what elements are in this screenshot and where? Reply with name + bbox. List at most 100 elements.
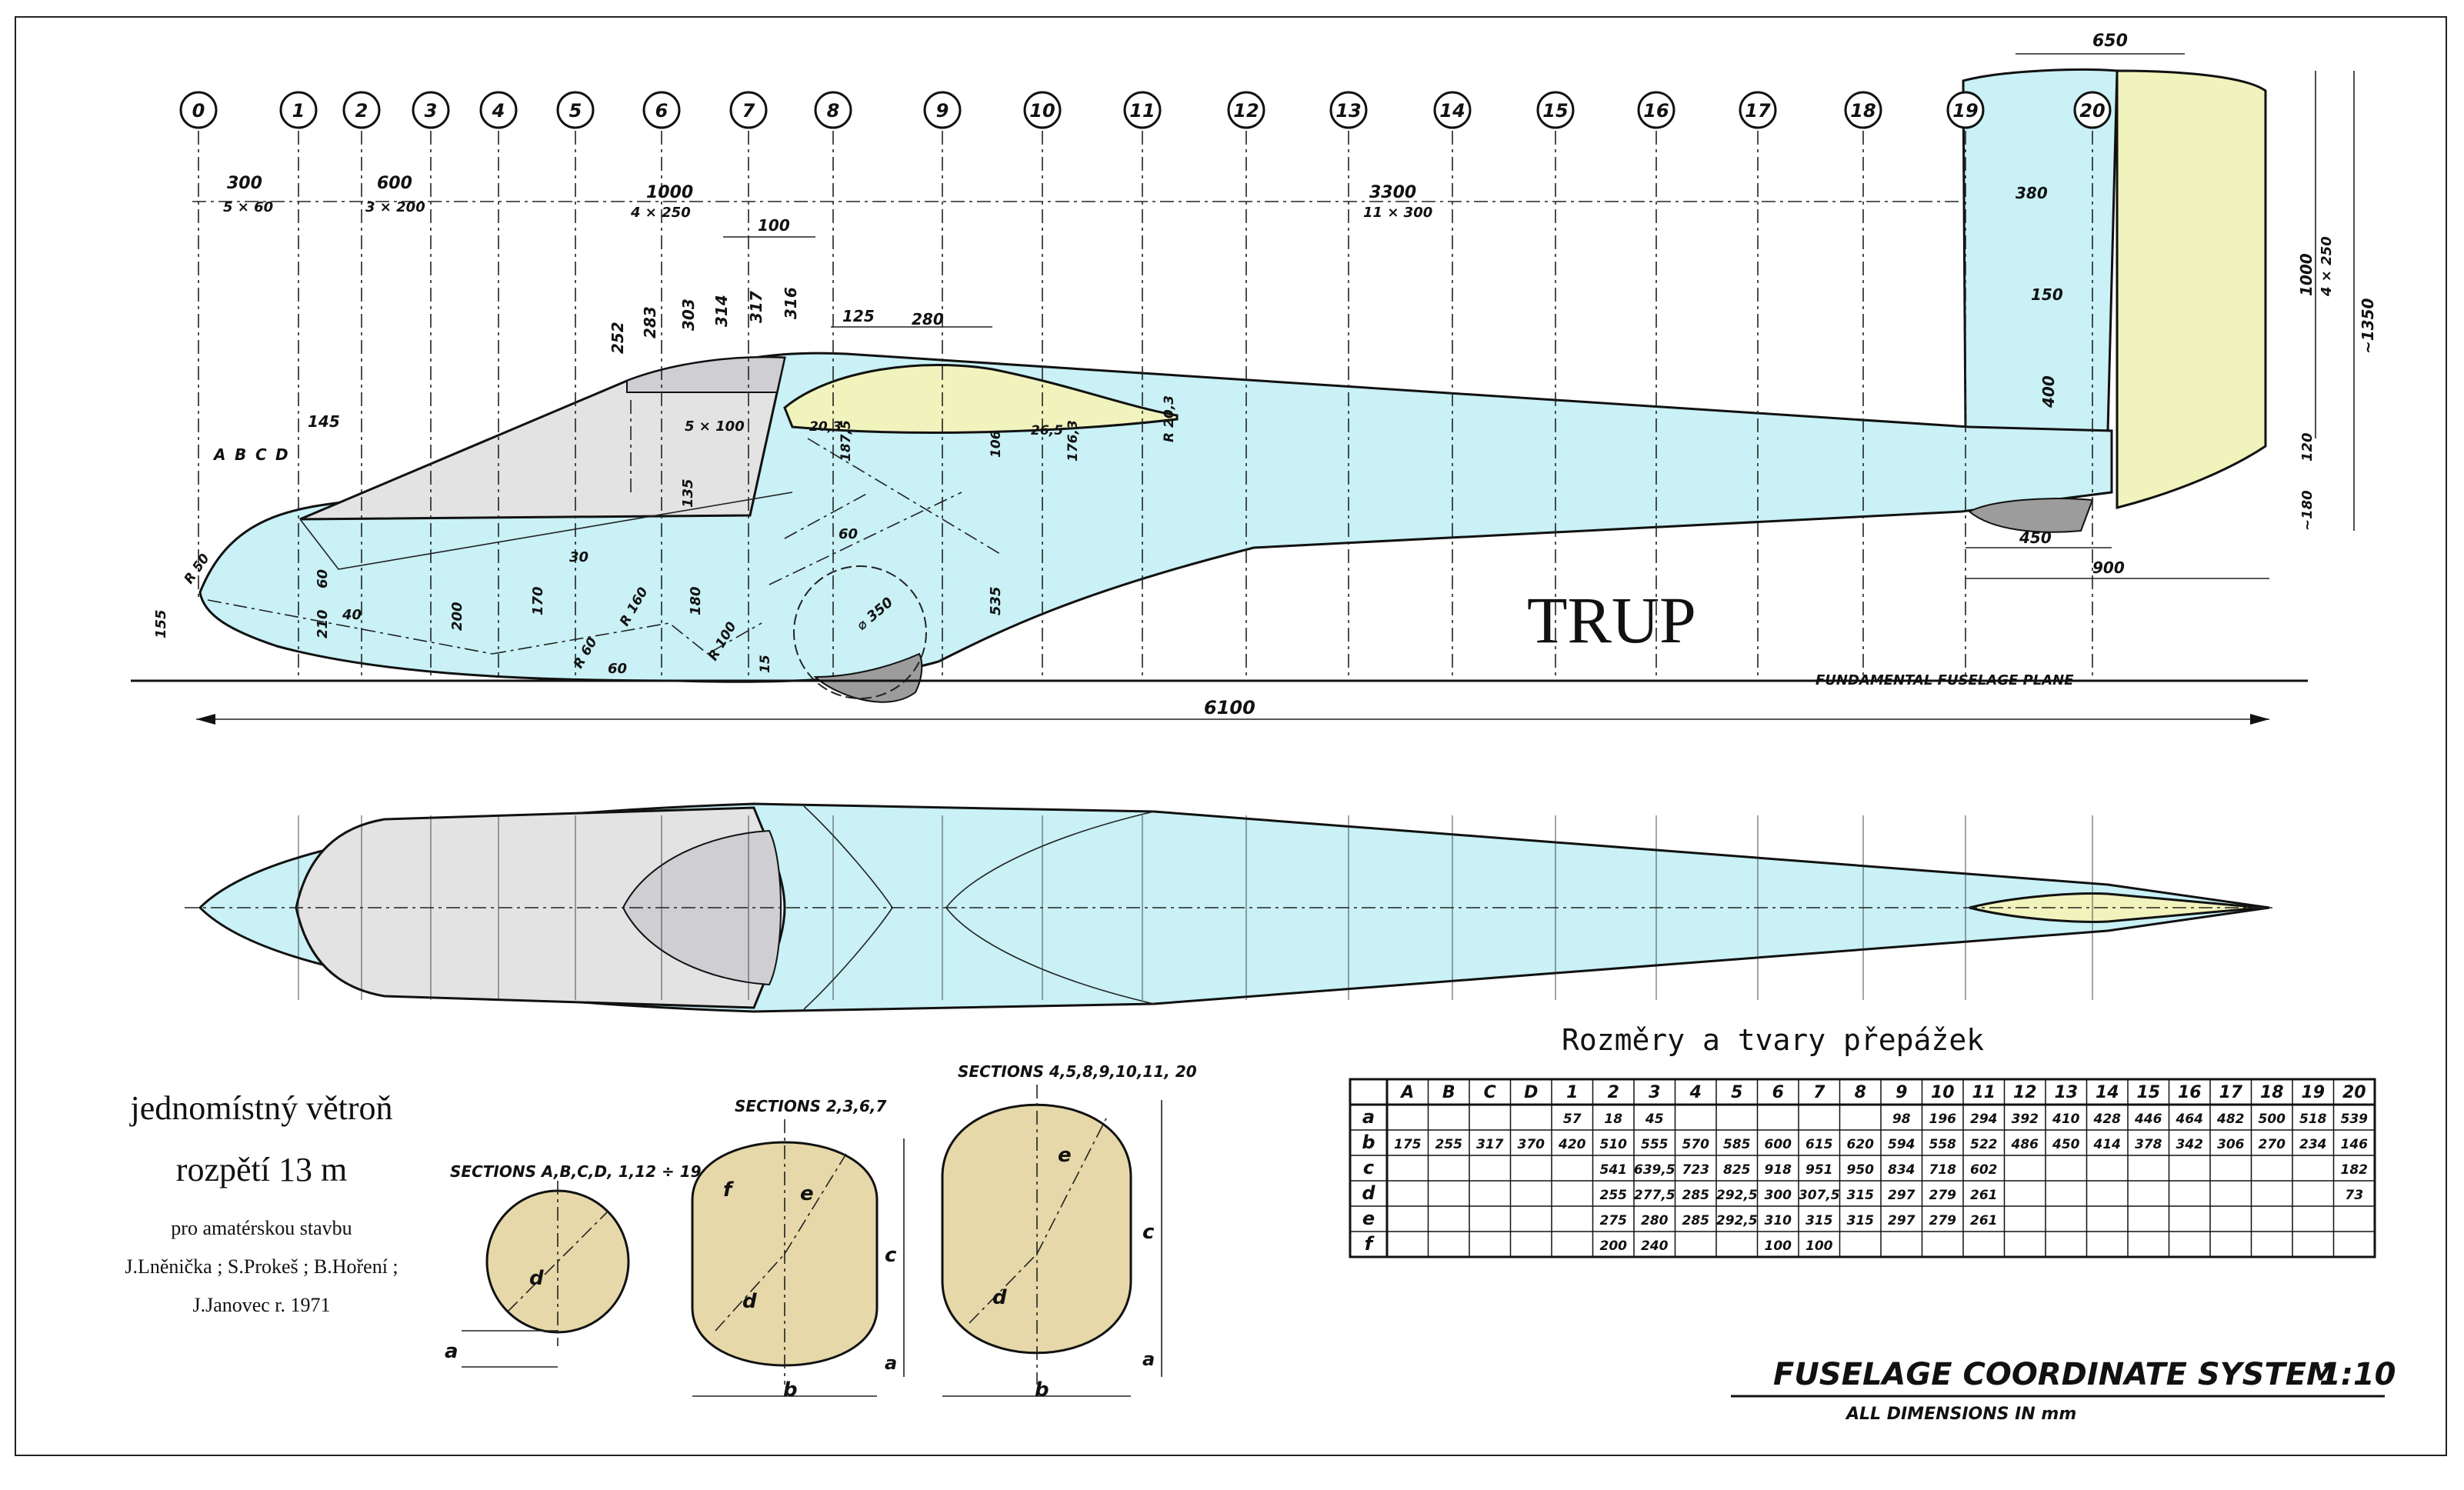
section-label-2: SECTIONS 2,3,6,7 (735, 1097, 886, 1115)
dim-3x200: 3 × 200 (365, 199, 425, 215)
table-cell: 297 (1888, 1188, 1916, 1203)
dim-252: 252 (608, 322, 627, 354)
dim-200: 200 (449, 602, 465, 631)
table-header-cell: 9 (1896, 1083, 1907, 1102)
station-number: 3 (425, 100, 438, 122)
table-cell: 280 (1641, 1213, 1669, 1228)
dim-180-fin: ~180 (2299, 490, 2316, 531)
table-header-cell: 4 (1689, 1083, 1702, 1102)
table-cell: 558 (1929, 1137, 1957, 1152)
table-cell: 200 (1600, 1238, 1628, 1254)
table-header-cell: 12 (2013, 1083, 2037, 1102)
table-cell: 723 (1682, 1162, 1710, 1178)
table-cell: 410 (2052, 1112, 2080, 1127)
table-cell: 261 (1970, 1188, 1998, 1203)
station-number: 6 (655, 100, 669, 122)
dim-1000-fin: 1000 (2297, 253, 2316, 296)
table-frame (1349, 1078, 2376, 1258)
table-header-cell: 10 (1931, 1083, 1955, 1102)
table-row-label: e (1362, 1208, 1375, 1229)
table-cell: 292,5 (1716, 1188, 1758, 1203)
table-cell: 522 (1970, 1137, 1998, 1152)
section2-c: c (885, 1244, 897, 1267)
dim-60-c: 60 (608, 661, 627, 677)
dim-283: 283 (641, 306, 659, 338)
station-number: 0 (192, 100, 205, 122)
table-cell: 297 (1888, 1213, 1916, 1228)
table-header-cell: 2 (1608, 1083, 1619, 1102)
table-cell: 292,5 (1716, 1213, 1758, 1228)
station-circle (1536, 91, 1575, 129)
footer-scale: 1:10 (2319, 1357, 2396, 1392)
table-row-label: b (1362, 1132, 1375, 1153)
station-number: 1 (292, 100, 305, 122)
dim-535: 535 (988, 586, 1004, 615)
table-cell: 555 (1641, 1137, 1669, 1152)
dim-600: 600 (377, 174, 412, 193)
table-cell: 482 (2216, 1112, 2245, 1127)
section2-diag-1 (715, 1253, 785, 1332)
table-header-cell: 15 (2136, 1083, 2160, 1102)
table-cell: 446 (2134, 1112, 2162, 1127)
table-cell: 240 (1641, 1238, 1669, 1254)
section2-b: b (783, 1378, 798, 1402)
table-header-cell: 7 (1813, 1083, 1825, 1102)
dim-r20-3: R 20,3 (1162, 395, 1177, 442)
section3-b: b (1035, 1378, 1049, 1402)
info-line-4: J.Lněnička ; S.Prokeš ; B.Hoření ; (125, 1255, 398, 1278)
table-cell: 486 (2011, 1137, 2039, 1152)
info-block: jednomístný větroň rozpětí 13 m pro amat… (125, 1089, 398, 1316)
drawing-title: TRUP (1527, 583, 1696, 657)
station-circle (1739, 91, 1777, 129)
section2-diag-2 (784, 1153, 847, 1255)
station-circle (1329, 91, 1368, 129)
table-cell: 414 (2093, 1137, 2122, 1152)
dim-100: 100 (758, 216, 790, 235)
table-header-cell: 11 (1972, 1083, 1996, 1102)
wing-root-airfoil (783, 363, 1179, 434)
table-cell: 45 (1645, 1112, 1664, 1127)
station-a: A (212, 445, 225, 464)
dim-60-a: 60 (839, 526, 858, 542)
dim-11x300: 11 × 300 (1363, 205, 1432, 221)
section-label-3: SECTIONS 4,5,8,9,10,11, 20 (958, 1062, 1197, 1081)
station-circle (1023, 91, 1062, 129)
table-cell: 918 (1765, 1162, 1792, 1178)
table-header-cell: D (1524, 1083, 1538, 1102)
section3-a: a (1142, 1348, 1155, 1370)
table-cell: 285 (1682, 1213, 1710, 1228)
table-cell: 951 (1805, 1162, 1833, 1178)
dim-150: 150 (2031, 285, 2063, 304)
dim-210: 210 (315, 609, 331, 638)
table-cell: 300 (1765, 1188, 1792, 1203)
dim-30: 30 (569, 549, 588, 565)
dim-135: 135 (680, 478, 696, 508)
station-circle (412, 91, 450, 129)
section2-e: e (800, 1182, 814, 1205)
section1-d: d (529, 1267, 544, 1290)
table-cell: 279 (1929, 1188, 1957, 1203)
table-cell: 615 (1805, 1137, 1833, 1152)
info-line-5: J.Janovec r. 1971 (192, 1294, 330, 1316)
table-cell: 639,5 (1634, 1162, 1675, 1178)
station-circle (179, 91, 218, 129)
dim-176-3: 176,3 (1065, 420, 1081, 462)
section1-a: a (445, 1340, 458, 1363)
dim-180: 180 (688, 586, 704, 615)
dim-280: 280 (912, 310, 944, 328)
dim-380: 380 (2016, 184, 2048, 202)
dim-6100: 6100 (1204, 697, 1255, 718)
top-view (185, 802, 2277, 1013)
canopy-rear-dark (626, 356, 786, 393)
table-cell: 277,5 (1634, 1188, 1675, 1203)
station-number: 5 (569, 100, 582, 122)
section-label-1: SECTIONS A,B,C,D, 1,12 ÷ 19 (450, 1162, 702, 1181)
table-cell: 255 (1435, 1137, 1463, 1152)
dim-650: 650 (2092, 32, 2128, 51)
table-header-cell: A (1399, 1083, 1414, 1102)
section-circle-diameter (507, 1211, 608, 1312)
station-number: 11 (1129, 100, 1155, 122)
